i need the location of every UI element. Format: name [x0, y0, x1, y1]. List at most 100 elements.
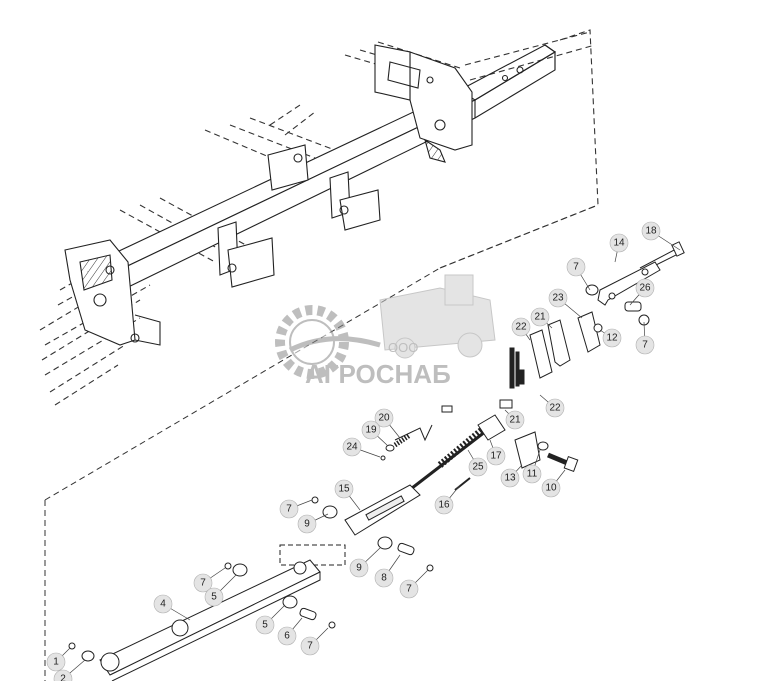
- callout-bubble: [566, 257, 586, 277]
- callout-label: 20: [378, 413, 390, 424]
- callout-label: 4: [160, 599, 166, 610]
- callout-label: 12: [606, 333, 618, 344]
- callout-c9a: 9: [297, 513, 329, 534]
- callout-bubble: [153, 594, 173, 614]
- callout-label: 6: [284, 631, 290, 642]
- callout-c21a: 21: [530, 307, 553, 329]
- callout-c22a: 22: [511, 317, 531, 341]
- callout-c2: 2: [53, 659, 86, 681]
- callout-label: 23: [552, 293, 564, 304]
- callout-bubble: [541, 478, 561, 498]
- callout-label: 15: [338, 484, 350, 495]
- callout-bubble: [334, 479, 354, 499]
- callout-label: 7: [642, 340, 648, 351]
- callout-bubble: [522, 464, 542, 484]
- callout-c11: 11: [522, 449, 542, 484]
- callout-c26: 26: [629, 278, 655, 306]
- callout-c8: 8: [374, 554, 401, 588]
- callout-bubble: [53, 669, 73, 681]
- callout-c1: 1: [46, 647, 71, 672]
- callout-label: 21: [509, 415, 521, 426]
- callout-c12: 12: [599, 328, 622, 348]
- callout-bubble: [505, 410, 525, 430]
- callout-label: 7: [307, 641, 313, 652]
- callout-c7a: 7: [566, 257, 591, 291]
- callout-label: 7: [573, 262, 579, 273]
- callout-bubble: [193, 573, 213, 593]
- lower-linkage: [68, 496, 434, 681]
- callout-label: 7: [406, 584, 412, 595]
- callout-c20: 20: [374, 408, 401, 439]
- mid-bracket-1: [267, 144, 309, 191]
- callout-bubble: [277, 626, 297, 646]
- callout-bubble: [361, 420, 381, 440]
- callout-label: 21: [534, 312, 546, 323]
- callout-label: 25: [472, 462, 484, 473]
- callout-bubble: [548, 288, 568, 308]
- callout-c7b: 7: [635, 321, 655, 355]
- callout-label: 11: [527, 469, 538, 480]
- callout-bubble: [635, 335, 655, 355]
- callout-c7f: 7: [300, 627, 329, 656]
- callout-bubble: [300, 636, 320, 656]
- callout-c7c: 7: [279, 499, 313, 519]
- callout-c9b: 9: [349, 547, 381, 578]
- callout-label: 14: [613, 238, 625, 249]
- callout-bubble: [609, 233, 629, 253]
- callout-label: 5: [211, 592, 217, 603]
- upper-right-parts: [509, 241, 685, 389]
- callout-label: 10: [545, 483, 557, 494]
- callout-c7d: 7: [399, 569, 429, 599]
- callout-c7e: 7: [193, 567, 226, 593]
- callout-bubble: [374, 408, 394, 428]
- callout-label: 1: [53, 657, 59, 668]
- callout-label: 17: [490, 451, 502, 462]
- callout-label: 9: [304, 519, 310, 530]
- callout-c15: 15: [334, 479, 361, 511]
- callout-c5b: 5: [255, 604, 286, 635]
- callout-bubble: [297, 514, 317, 534]
- callout-bubble: [349, 558, 369, 578]
- callout-c18: 18: [641, 221, 681, 251]
- callout-bubble: [511, 317, 531, 337]
- callout-bubble: [468, 457, 488, 477]
- callout-c25: 25: [467, 449, 488, 477]
- callout-c4: 4: [153, 594, 191, 621]
- callout-bubble: [530, 307, 550, 327]
- callout-bubble: [255, 615, 275, 635]
- watermark: ООО АГРОСНАБ: [275, 274, 496, 389]
- callout-bubble: [279, 499, 299, 519]
- callout-label: 8: [381, 573, 387, 584]
- mid-bracket-2: [329, 171, 381, 231]
- callout-c13: 13: [500, 464, 523, 488]
- callout-bubble: [204, 587, 224, 607]
- callout-label: 18: [645, 226, 657, 237]
- callout-label: 19: [365, 425, 377, 436]
- callout-c6: 6: [277, 617, 303, 646]
- callout-bubble: [342, 437, 362, 457]
- callout-c10: 10: [541, 469, 566, 498]
- callout-c19: 19: [361, 420, 389, 447]
- callout-label: 24: [346, 442, 358, 453]
- gear-logo-icon: [275, 305, 381, 379]
- callout-label: 5: [262, 620, 268, 631]
- callout-c24: 24: [342, 437, 381, 458]
- main-frame: [39, 29, 599, 406]
- watermark-company-name: АГРОСНАБ: [305, 359, 451, 389]
- callout-bubble: [434, 495, 454, 515]
- combine-harvester-icon: [379, 274, 496, 359]
- callout-c14: 14: [609, 233, 629, 263]
- callout-bubble: [641, 221, 661, 241]
- callout-label: 9: [356, 563, 362, 574]
- callout-label: 16: [438, 500, 450, 511]
- callout-bubble: [545, 398, 565, 418]
- callout-c23: 23: [548, 288, 583, 319]
- callout-bubble: [486, 446, 506, 466]
- callout-label: 26: [639, 283, 651, 294]
- callout-label: 22: [515, 322, 527, 333]
- group-enclosure: [44, 204, 599, 681]
- callout-label: 13: [504, 473, 516, 484]
- callout-label: 7: [286, 504, 292, 515]
